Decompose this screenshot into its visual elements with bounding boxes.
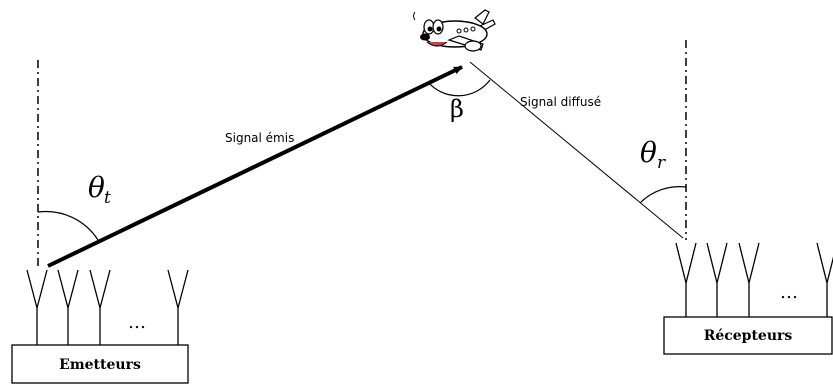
antenna-icon (89, 269, 111, 345)
receiver-box (663, 316, 833, 355)
transmitter-box-label: Emetteurs (59, 357, 141, 373)
theta-r-subscript: r (657, 153, 666, 173)
signal-diffuse-label: Signal diffusé (520, 95, 601, 109)
antenna-icon (816, 242, 833, 317)
antenna-icon (706, 242, 728, 317)
antenna-icon (675, 242, 697, 317)
cartoon-airplane-icon (413, 9, 496, 52)
transmitter-box (11, 344, 189, 384)
transmitter-ellipsis: … (128, 312, 146, 333)
antenna-icon (738, 242, 760, 317)
scattered-signal-line (469, 61, 684, 239)
receiver-ellipsis: … (780, 282, 798, 303)
theta-t-subscript: t (104, 188, 111, 208)
antenna-icon (57, 269, 79, 345)
theta-r-arc (639, 186, 687, 204)
beta-symbol: β (450, 95, 464, 123)
receiver-antenna-array (675, 242, 833, 317)
antenna-icon (167, 269, 189, 345)
receiver-box-label: Récepteurs (704, 328, 793, 344)
theta-r-symbol: θ (640, 136, 657, 169)
beta-arc (427, 79, 491, 97)
signal-emis-label: Signal émis (225, 131, 294, 145)
theta-t-symbol: θ (88, 171, 105, 204)
transmitter-antenna-array (26, 269, 189, 345)
antenna-icon (26, 269, 48, 345)
theta-t-arc (37, 210, 99, 241)
transmitted-signal-arrow (47, 65, 463, 268)
